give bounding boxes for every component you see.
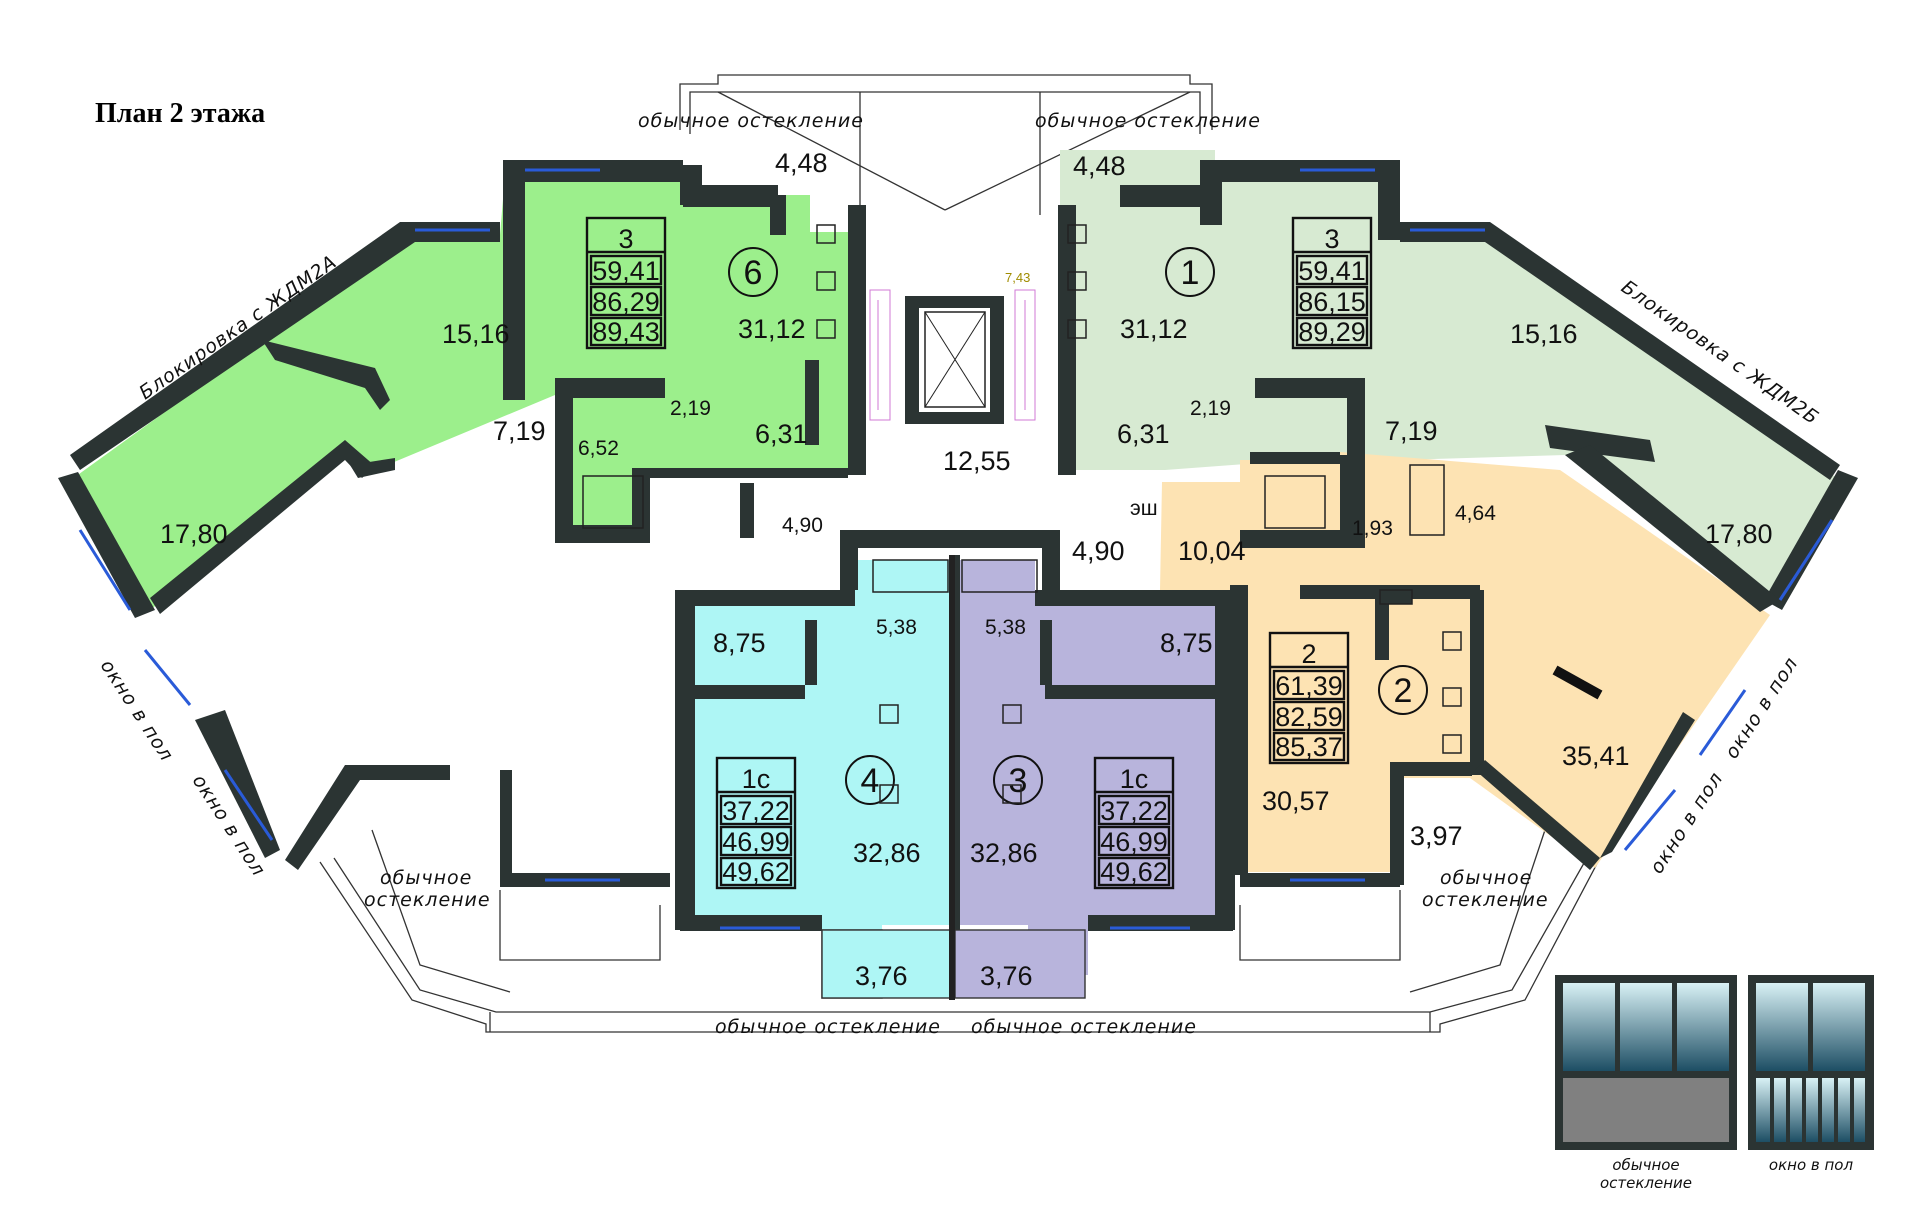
- room-area: 15,16: [442, 319, 510, 349]
- room-area: 2,19: [670, 397, 711, 420]
- floor-window-left-label-1: окно в пол: [96, 656, 178, 766]
- stair-core: 7,43: [869, 270, 1036, 421]
- balcony-frames: [319, 74, 1601, 1033]
- room-area: 5,38: [876, 616, 917, 639]
- apartment-3-fill: [955, 560, 1222, 975]
- apartment-area-total: 82,59: [1275, 702, 1343, 732]
- shaft-label: эш: [1130, 497, 1158, 520]
- apartment-rooms: 3: [618, 224, 633, 254]
- glazing-side-left-label-2: остекление: [364, 889, 491, 911]
- room-area: 4,64: [1455, 502, 1496, 525]
- room-area: 4,90: [782, 514, 823, 537]
- apartment-number: 3: [1009, 762, 1028, 800]
- room-area: 31,12: [1120, 314, 1188, 344]
- room-area: 2,19: [1190, 397, 1231, 420]
- apartment-area-full: 49,62: [1100, 857, 1168, 887]
- apartment-rooms: 3: [1324, 224, 1339, 254]
- stair-area-label: 7,43: [1005, 270, 1030, 285]
- plan-title: План 2 этажа: [95, 98, 265, 129]
- room-area: 1,93: [1352, 517, 1393, 540]
- apartment-2-fill: [1160, 452, 1770, 872]
- apartment-number: 2: [1394, 672, 1413, 710]
- apartment-3-info: 1с 37,22 46,99 49,62 3: [993, 755, 1175, 890]
- apartment-area-full: 49,62: [722, 857, 790, 887]
- room-area: 32,86: [970, 838, 1038, 868]
- apartment-4-info: 1с 37,22 46,99 49,62 4: [715, 755, 895, 890]
- room-area: 8,75: [713, 628, 766, 658]
- room-area: 4,48: [775, 148, 828, 178]
- room-area: 15,16: [1510, 319, 1578, 349]
- room-area: 3,76: [855, 961, 908, 991]
- room-area: 8,75: [1160, 628, 1213, 658]
- room-area: 7,19: [1385, 416, 1438, 446]
- apartment-area-full: 89,29: [1298, 317, 1366, 347]
- room-area: 12,55: [943, 446, 1011, 476]
- fixtures: [582, 224, 1603, 804]
- apartment-rooms: 1с: [742, 764, 771, 794]
- room-area: 6,31: [1117, 419, 1170, 449]
- glazing-top-left-label: обычное остекление: [638, 110, 864, 132]
- apartment-number: 1: [1181, 254, 1200, 292]
- room-area-labels: 4,48 15,16 31,12 17,80 7,19 6,52 2,19 6,…: [160, 148, 1773, 991]
- room-area: 30,57: [1262, 786, 1330, 816]
- apartment-6-info: 3 59,41 86,29 89,43 6: [585, 216, 778, 350]
- apartment-area-living: 61,39: [1275, 671, 1343, 701]
- room-area: 31,12: [738, 314, 806, 344]
- room-area: 10,04: [1178, 536, 1246, 566]
- room-area: 3,97: [1410, 821, 1463, 851]
- apartment-area-living: 59,41: [592, 256, 660, 286]
- apartment-area-living: 37,22: [722, 796, 790, 826]
- legend-label: окно в пол: [1769, 1156, 1854, 1174]
- legend-label: остекление: [1600, 1174, 1692, 1192]
- apartment-area-full: 85,37: [1275, 732, 1343, 762]
- glazing-side-right-label-1: обычное: [1440, 867, 1532, 889]
- legend-floor-window: окно в пол: [1748, 975, 1874, 1174]
- room-area: 17,80: [1705, 519, 1773, 549]
- apartment-rooms: 1с: [1120, 764, 1149, 794]
- apartment-1-info: 3 59,41 86,15 89,29 1: [1165, 216, 1373, 350]
- apartment-area-full: 89,43: [592, 317, 660, 347]
- room-area: 32,86: [853, 838, 921, 868]
- apartment-number: 4: [861, 762, 880, 800]
- apartment-area-total: 46,99: [1100, 827, 1168, 857]
- legend-label: обычное: [1612, 1156, 1679, 1174]
- room-area: 6,31: [755, 419, 808, 449]
- legend-regular-glazing: обычное остекление: [1555, 975, 1737, 1192]
- room-area: 4,48: [1073, 151, 1126, 181]
- room-area: 3,76: [980, 961, 1033, 991]
- windows: [78, 168, 1834, 930]
- glazing-top-right-label: обычное остекление: [1035, 110, 1261, 132]
- room-area: 7,19: [493, 416, 546, 446]
- room-area: 5,38: [985, 616, 1026, 639]
- room-area: 4,90: [1072, 536, 1125, 566]
- apartment-area-living: 59,41: [1298, 256, 1366, 286]
- room-area: 6,52: [578, 437, 619, 460]
- room-area: 17,80: [160, 519, 228, 549]
- apartment-4-fill: [680, 560, 955, 975]
- room-area: 35,41: [1562, 741, 1630, 771]
- apartment-area-living: 37,22: [1100, 796, 1168, 826]
- apartment-area-total: 86,15: [1298, 287, 1366, 317]
- apartment-2-info: 2 61,39 82,59 85,37 2: [1268, 631, 1428, 765]
- apartment-area-total: 86,29: [592, 287, 660, 317]
- apartment-rooms: 2: [1301, 639, 1316, 669]
- glazing-bottom-right-label: обычное остекление: [971, 1016, 1197, 1038]
- floor-window-right-label-2: окно в пол: [1646, 768, 1728, 878]
- apartment-number: 6: [744, 254, 763, 292]
- glazing-side-left-label-1: обычное: [380, 867, 472, 889]
- bottom-loggias: [821, 555, 1086, 1000]
- apartment-area-total: 46,99: [722, 827, 790, 857]
- legend: обычное остекление окно в пол: [1555, 975, 1874, 1192]
- glazing-bottom-left-label: обычное остекление: [715, 1016, 941, 1038]
- glazing-side-right-label-2: остекление: [1422, 889, 1549, 911]
